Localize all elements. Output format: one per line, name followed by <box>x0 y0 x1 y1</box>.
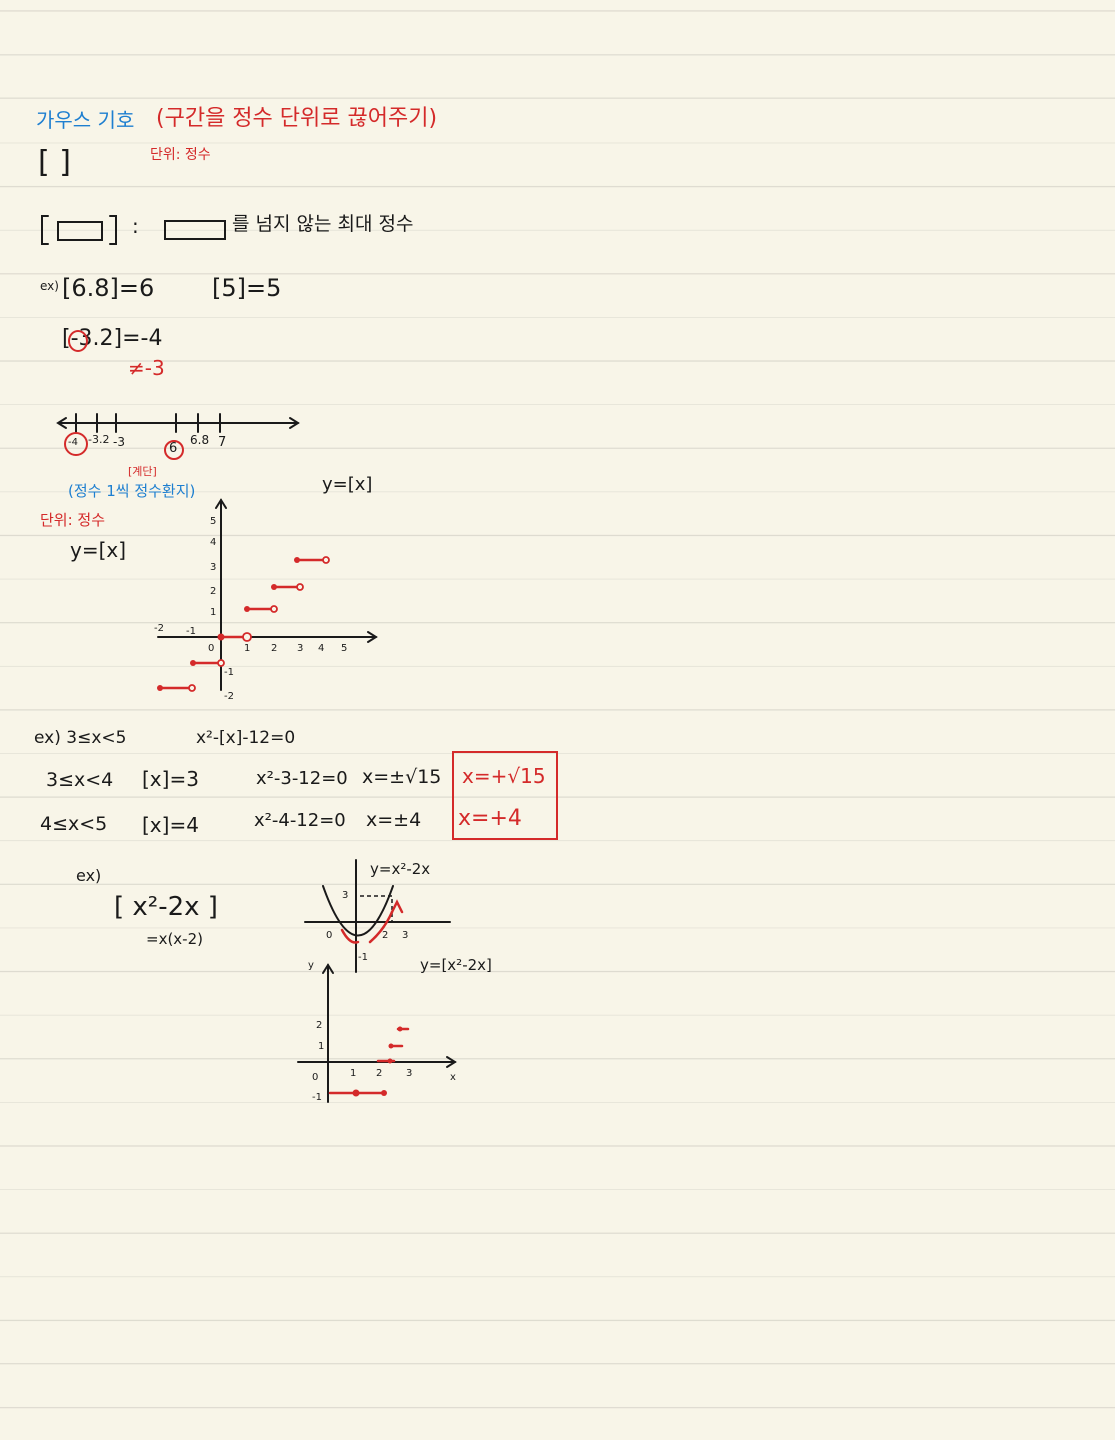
not-equal-note: ≠-3 <box>128 356 165 380</box>
svg-text:1: 1 <box>244 643 250 654</box>
svg-text:2: 2 <box>210 586 216 597</box>
example3-factored: =x(x-2) <box>146 930 203 948</box>
gauss-bracket: [ ] <box>38 145 71 180</box>
unit-note-top: 단위: 정수 <box>150 147 211 163</box>
nl-label-7: 7 <box>218 435 227 450</box>
row1-equation: x²-3-12=0 <box>256 768 348 789</box>
svg-text:2: 2 <box>271 643 277 654</box>
svg-text:-1: -1 <box>312 1092 322 1103</box>
svg-text:5: 5 <box>210 516 216 527</box>
svg-text:-1: -1 <box>224 667 234 678</box>
svg-text:3: 3 <box>402 930 408 941</box>
svg-text:2: 2 <box>382 930 388 941</box>
svg-text:y: y <box>308 960 314 971</box>
svg-text:3: 3 <box>210 562 216 573</box>
row2-gauss: [x]=4 <box>142 813 199 837</box>
example-5: [5]=5 <box>212 274 282 302</box>
nl-label-neg3: -3 <box>113 435 125 449</box>
nl-label-neg3-2: -3.2 <box>88 433 110 446</box>
example2-equation: x²-[x]-12=0 <box>196 728 296 748</box>
example2-condition: ex) 3≤x<5 <box>34 728 127 748</box>
svg-text:2: 2 <box>376 1068 382 1079</box>
example-prefix: ex) <box>40 279 59 293</box>
definition-box <box>164 220 226 240</box>
svg-text:1: 1 <box>350 1068 356 1079</box>
svg-text:-2: -2 <box>154 623 164 634</box>
definition-text: 를 넘지 않는 최대 정수 <box>232 213 414 235</box>
answer-1: x=+√15 <box>462 764 546 788</box>
graph-parabola: 3 0 2 3 -1 <box>304 859 451 973</box>
svg-text:3: 3 <box>406 1068 412 1079</box>
step-note: [계단] <box>128 465 157 478</box>
svg-text:1: 1 <box>210 607 216 618</box>
definition-bracket-box <box>40 214 124 245</box>
title-note: (구간을 정수 단위로 끊어주기) <box>156 106 438 131</box>
nl-label-6: 6 <box>169 441 178 456</box>
graph-floor-function: 5 4 3 2 1 -2 -1 0 1 2 3 4 5 -1 -2 <box>154 498 378 702</box>
row1-gauss: [x]=3 <box>142 767 199 791</box>
row1-range: 3≤x<4 <box>46 769 114 791</box>
svg-text:5: 5 <box>341 643 347 654</box>
row1-solution: x=±√15 <box>362 766 442 788</box>
example3-prefix: ex) <box>76 866 102 885</box>
minus-circle <box>68 330 88 352</box>
example3-expression: [ x²-2x ] <box>114 892 218 922</box>
gauss-parabola-label: y=[x²-2x] <box>420 956 492 974</box>
answer-box <box>452 751 558 840</box>
svg-text:3: 3 <box>297 643 303 654</box>
svg-text:0: 0 <box>326 930 332 941</box>
number-line <box>56 413 300 460</box>
nl-label-6-8: 6.8 <box>190 433 210 447</box>
integer-note: (정수 1씩 정수환지) <box>68 482 196 500</box>
graph-gauss-parabola: y 2 1 0 -1 1 2 3 x <box>297 960 457 1103</box>
page-title: 가우스 기호 <box>36 108 135 132</box>
parabola-label: y=x²-2x <box>370 860 431 878</box>
svg-text:-1: -1 <box>358 952 368 963</box>
example-6-8: [6.8]=6 <box>62 274 155 302</box>
nl-label-neg4: -4 <box>68 437 78 448</box>
svg-text:-2: -2 <box>224 691 234 702</box>
svg-text:2: 2 <box>316 1020 322 1031</box>
row2-range: 4≤x<5 <box>40 813 108 835</box>
svg-text:4: 4 <box>318 643 324 654</box>
svg-text:0: 0 <box>208 643 214 654</box>
svg-text:4: 4 <box>210 537 216 548</box>
answer-2: x=+4 <box>458 806 522 831</box>
svg-text:3: 3 <box>342 890 348 901</box>
row2-solution: x=±4 <box>366 809 422 831</box>
svg-text:0: 0 <box>312 1072 318 1083</box>
row2-equation: x²-4-12=0 <box>254 810 346 831</box>
colon: : <box>132 214 139 238</box>
boxed-bracket-icon <box>41 215 117 245</box>
graph-label-right: y=[x] <box>322 474 373 495</box>
unit-note-graph: 단위: 정수 <box>40 511 106 529</box>
graph-label-left: y=[x] <box>70 538 127 562</box>
svg-text:x: x <box>450 1072 456 1083</box>
svg-text:1: 1 <box>318 1041 324 1052</box>
svg-text:-1: -1 <box>186 626 196 637</box>
